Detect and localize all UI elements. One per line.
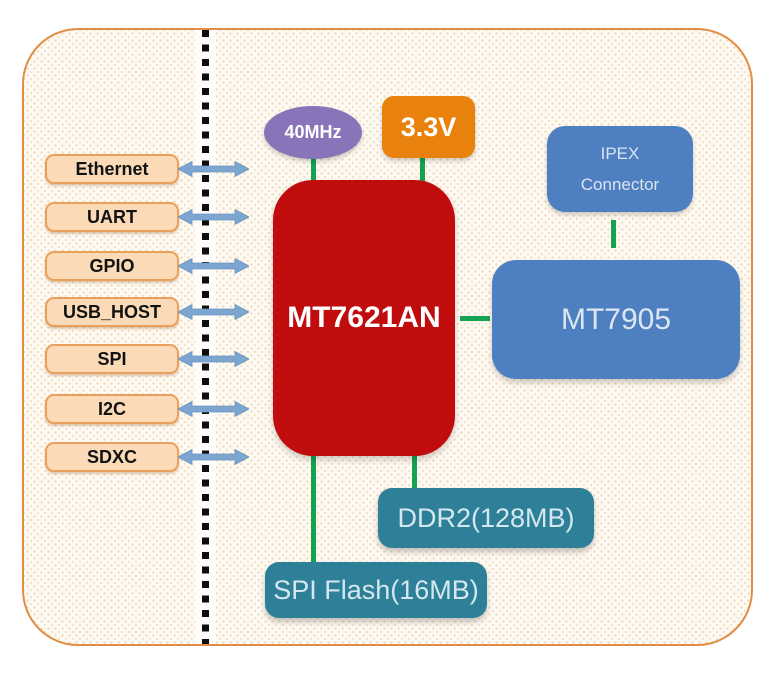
connector-soc-to-wifi — [460, 316, 490, 321]
power-block: 3.3V — [382, 96, 475, 158]
double-arrow-icon — [178, 257, 249, 275]
ipex-connector-block: IPEX Connector — [547, 126, 693, 212]
spi-flash-block: SPI Flash(16MB) — [265, 562, 487, 618]
flash-label: SPI Flash(16MB) — [273, 574, 479, 605]
clock-block: 40MHz — [264, 106, 362, 159]
port-box-gpio: GPIO — [45, 251, 179, 281]
port-label: SDXC — [86, 446, 137, 467]
double-arrow-icon — [178, 400, 249, 418]
connector-ipex-to-wifi — [611, 220, 616, 248]
clock-label: 40MHz — [284, 122, 342, 142]
double-arrow-icon — [178, 160, 249, 178]
power-label: 3.3V — [400, 111, 457, 142]
port-label: SPI — [97, 348, 127, 369]
double-arrow-icon — [178, 303, 249, 321]
connector-soc-to-flash — [311, 454, 316, 564]
connector-soc-to-ddr — [412, 454, 417, 490]
ddr-memory-block: DDR2(128MB) — [378, 488, 594, 548]
port-label: I2C — [97, 398, 126, 419]
port-label: USB_HOST — [62, 301, 161, 322]
ipex-label-line2: Connector — [580, 174, 660, 194]
port-box-spi: SPI — [45, 344, 179, 374]
port-label: UART — [87, 206, 137, 227]
port-box-usb-host: USB_HOST — [45, 297, 179, 327]
wifi-label: MT7905 — [560, 302, 672, 336]
double-arrow-icon — [178, 208, 249, 226]
double-arrow-icon — [178, 448, 249, 466]
soc-block: MT7621AN — [273, 180, 455, 456]
connector-power-to-soc — [420, 155, 425, 182]
soc-label: MT7621AN — [287, 301, 441, 334]
wifi-block: MT7905 — [492, 260, 740, 379]
dashed-divider-line — [202, 30, 209, 644]
ipex-label-line1: IPEX — [600, 143, 640, 163]
port-box-uart: UART — [45, 202, 179, 232]
port-label: Ethernet — [75, 158, 149, 179]
double-arrow-icon — [178, 350, 249, 368]
port-box-ethernet: Ethernet — [45, 154, 179, 184]
connector-clock-to-soc — [311, 156, 316, 182]
port-label: GPIO — [89, 255, 135, 276]
port-box-i2c: I2C — [45, 394, 179, 424]
port-box-sdxc: SDXC — [45, 442, 179, 472]
ddr-label: DDR2(128MB) — [397, 502, 575, 533]
